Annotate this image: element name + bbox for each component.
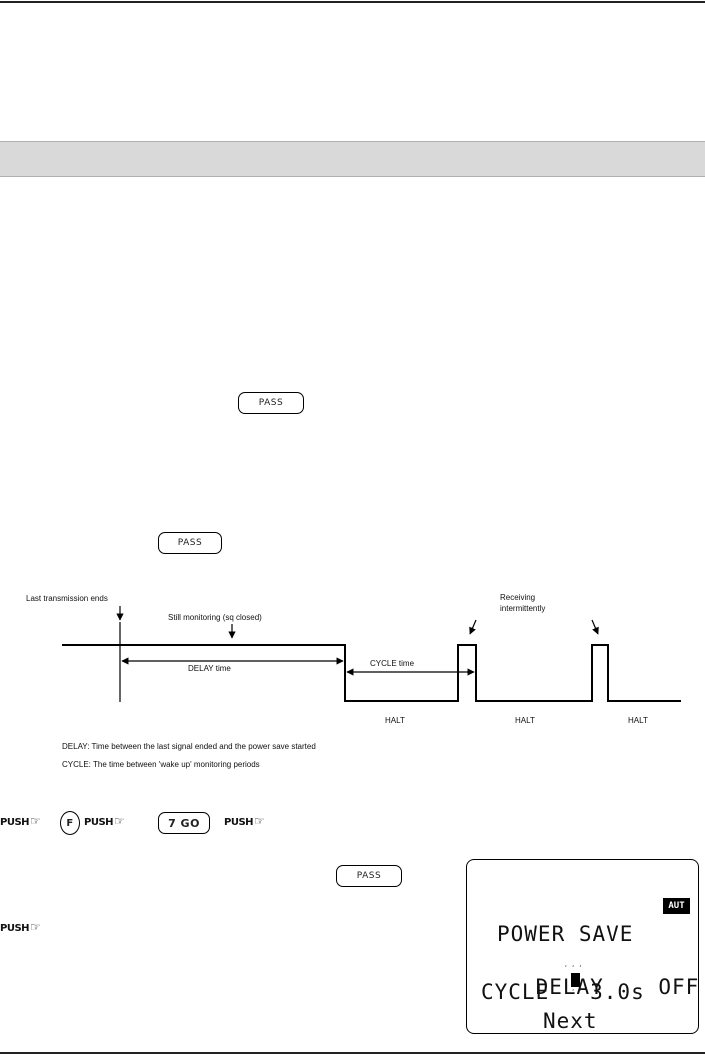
pass-key-2: PASS bbox=[158, 532, 222, 554]
pointing-hand-icon: ☞ bbox=[254, 814, 265, 828]
label-receiving-2: intermittently bbox=[500, 604, 546, 613]
push-step-4: PUSH☞ bbox=[0, 920, 41, 934]
pass-key-3: PASS bbox=[336, 865, 402, 887]
top-rule bbox=[0, 1, 705, 3]
timing-waveform bbox=[62, 606, 681, 702]
delay-label: DELAY bbox=[535, 975, 604, 999]
caption-cycle: CYCLE: The time between 'wake up' monito… bbox=[62, 760, 260, 769]
label-halt-2: HALT bbox=[515, 716, 535, 725]
label-receiving-1: Receiving bbox=[500, 593, 536, 602]
push-label: PUSH bbox=[0, 923, 30, 934]
push-label: PUSH bbox=[0, 817, 30, 828]
label-last-transmission: Last transmission ends bbox=[26, 594, 108, 603]
lcd-line-title: POWER SAVE bbox=[497, 922, 634, 946]
blinking-cursor bbox=[571, 973, 580, 987]
label-still-monitoring: Still monitoring (sq closed) bbox=[168, 613, 262, 622]
arrow-receiving-1 bbox=[469, 619, 477, 635]
auto-badge: AUT bbox=[663, 898, 690, 914]
blink-indicator-icon: ‘ ‘ ‘ bbox=[564, 965, 583, 972]
label-halt-3: HALT bbox=[628, 716, 648, 725]
pointing-hand-icon: ☞ bbox=[114, 814, 125, 828]
lcd-line-next: Next bbox=[543, 1009, 598, 1033]
push-step-3: PUSH☞ bbox=[224, 814, 265, 828]
pointing-hand-icon: ☞ bbox=[30, 920, 41, 934]
lcd-line-delay: DELAY OFF bbox=[467, 951, 700, 1023]
signal-waveform bbox=[62, 644, 681, 702]
arrow-receiving-2 bbox=[591, 619, 599, 635]
power-save-timing-diagram: Last transmission ends Still monitoring … bbox=[0, 580, 705, 790]
pass-key-1: PASS bbox=[238, 392, 304, 414]
label-cycle-time: CYCLE time bbox=[370, 659, 415, 668]
lcd-line-cycle: CYCLE 3.0s bbox=[481, 980, 645, 1004]
blink-indicator-icon: ‘ ‘ ‘ bbox=[564, 989, 583, 996]
push-step-1: PUSH☞ bbox=[0, 814, 41, 828]
push-step-2: PUSH☞ bbox=[84, 814, 125, 828]
pointing-hand-icon: ☞ bbox=[30, 814, 41, 828]
lcd-display: AUT POWER SAVE DELAY OFF ‘ ‘ ‘ ‘ ‘ ‘ CYC… bbox=[466, 859, 699, 1034]
delay-value: OFF bbox=[658, 975, 700, 999]
push-label: PUSH bbox=[224, 817, 254, 828]
section-heading-band bbox=[0, 141, 705, 177]
bottom-rule bbox=[0, 1052, 705, 1054]
f-key: F bbox=[60, 811, 80, 835]
push-label: PUSH bbox=[84, 817, 114, 828]
caption-delay: DELAY: Time between the last signal ende… bbox=[62, 742, 316, 751]
label-halt-1: HALT bbox=[385, 716, 405, 725]
label-delay-time: DELAY time bbox=[188, 664, 231, 673]
seven-go-key: 7 GO bbox=[158, 812, 210, 834]
